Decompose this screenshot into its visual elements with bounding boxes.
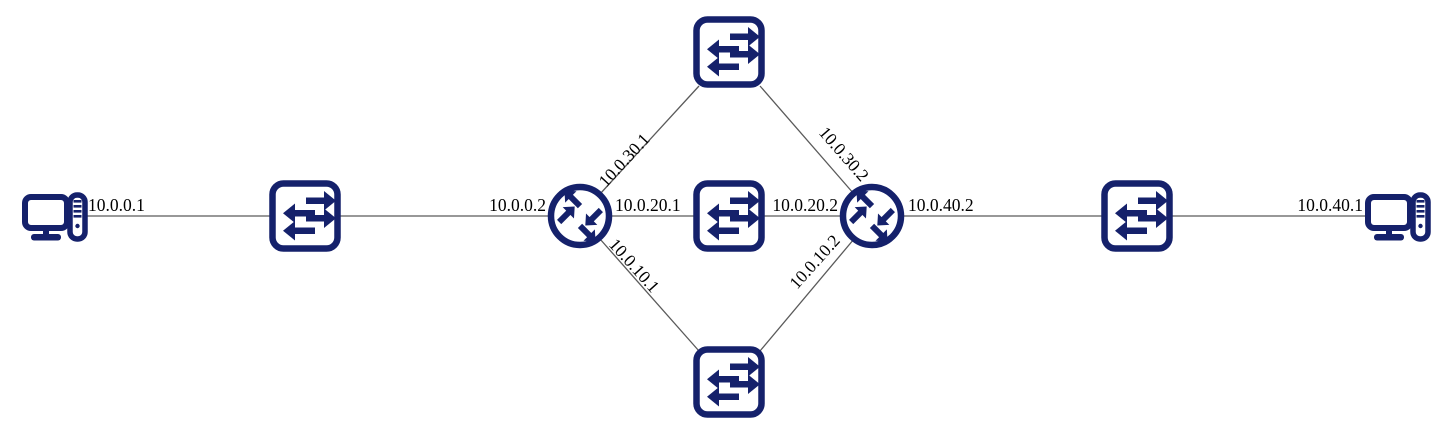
router-icon[interactable] [843, 185, 901, 247]
switch-icon[interactable] [697, 20, 762, 85]
link-router-left-switch-bottom [599, 238, 700, 352]
nodes-layer [25, 20, 1428, 415]
router-icon[interactable] [551, 185, 609, 247]
label-10-0-10-1: 10.0.10.1 [605, 234, 664, 296]
computer-icon[interactable] [25, 195, 85, 241]
label-10-0-20-1: 10.0.20.1 [615, 195, 681, 215]
label-10-0-40-2: 10.0.40.2 [908, 195, 974, 215]
links-layer [85, 85, 1366, 352]
label-10-0-40-1: 10.0.40.1 [1297, 195, 1363, 215]
label-10-0-30-2: 10.0.30.2 [815, 123, 873, 186]
computer-icon[interactable] [1368, 195, 1428, 241]
label-10-0-0-2: 10.0.0.2 [489, 195, 546, 215]
switch-icon[interactable] [273, 184, 338, 249]
link-switch-top-router-right [759, 85, 855, 195]
switch-icon[interactable] [697, 350, 762, 415]
link-router-left-switch-top [599, 85, 700, 195]
label-10-0-30-1: 10.0.30.1 [594, 129, 653, 191]
label-10-0-20-2: 10.0.20.2 [772, 195, 838, 215]
switch-icon[interactable] [1105, 184, 1170, 249]
switch-icon[interactable] [697, 184, 762, 249]
label-10-0-0-1: 10.0.0.1 [88, 195, 145, 215]
link-switch-bottom-router-right [759, 238, 855, 352]
